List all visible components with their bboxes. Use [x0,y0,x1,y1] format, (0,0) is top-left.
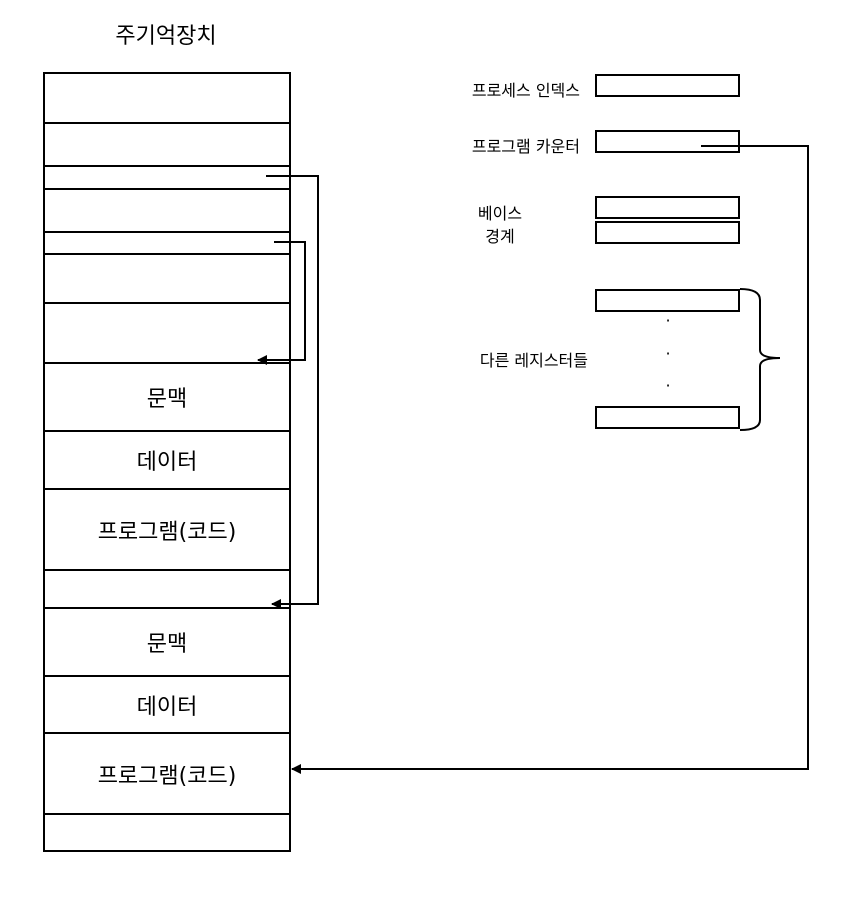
other-register-bottom [595,406,740,429]
memory-segment [45,122,289,165]
code-segment-1: 프로그램(코드) [45,488,289,569]
program-counter-arrow [291,145,809,774]
memory-segment [45,253,289,302]
limit-register [595,221,740,244]
memory-segment [45,165,289,188]
base-pointer-arrow-1 [266,175,319,609]
other-register-top [595,289,740,312]
program-counter-label: 프로그램 카운터 [471,137,580,156]
process-index-register [595,74,740,97]
memory-segment [45,231,289,253]
limit-label: 경계 [485,227,515,246]
base-label: 베이스 [477,204,523,223]
program-counter-register [595,130,740,153]
memory-segment [45,302,289,362]
other-registers-label: 다른 레지스터들 [479,351,588,370]
data-segment-2: 데이터 [45,675,289,732]
memory-segment [45,188,289,231]
memory-segment [45,813,289,852]
context-segment-2: 문맥 [45,607,289,675]
process-index-label: 프로세스 인덱스 [471,81,580,100]
other-registers-brace [739,288,781,431]
limit-pointer-arrow-1 [257,241,306,365]
data-segment-1: 데이터 [45,430,289,488]
ellipsis-dot: · [665,376,671,395]
ellipsis-dot: · [665,311,671,330]
context-segment-1: 문맥 [45,362,289,430]
main-memory-block: 문맥 데이터 프로그램(코드) 문맥 데이터 프로그램(코드) [43,72,291,852]
memory-segment [45,569,289,607]
ellipsis-dot: · [665,344,671,363]
main-memory-title: 주기억장치 [115,24,217,49]
code-segment-2: 프로그램(코드) [45,732,289,813]
base-register [595,196,740,219]
